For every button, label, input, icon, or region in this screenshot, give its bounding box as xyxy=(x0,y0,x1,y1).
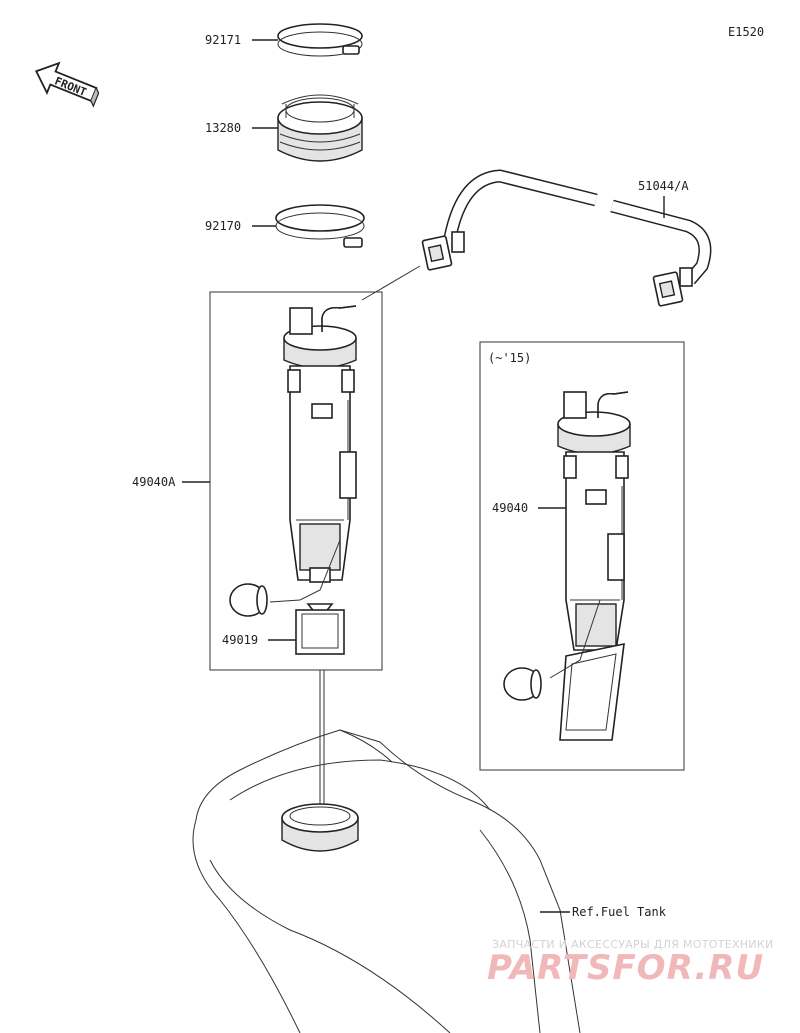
callout-49040: 49040 xyxy=(492,501,528,515)
frame-49040 xyxy=(479,341,685,771)
fuel-pump-assy-49040 xyxy=(503,391,631,741)
fuel-filter-49019 xyxy=(295,609,345,655)
callout-92171: 92171 xyxy=(205,33,241,47)
callout-13280: 13280 xyxy=(205,121,241,135)
callout-49040a: 49040A xyxy=(132,475,176,489)
fuel-tank xyxy=(192,729,581,1033)
leader-hose-pump xyxy=(361,265,421,301)
variant-note: (~'15) xyxy=(488,351,531,365)
front-arrow-icon: FRONT xyxy=(34,61,100,108)
callout-92170: 92170 xyxy=(205,219,241,233)
callout-51044a: 51044/A xyxy=(638,179,689,193)
ref-fuel-tank: Ref.Fuel Tank xyxy=(572,905,667,919)
watermark-logo: PARTSFOR.RU xyxy=(487,948,765,988)
lower-clamp-92170 xyxy=(275,204,365,248)
fuel-pump-assy-49040a xyxy=(229,305,357,632)
diagram-code: E1520 xyxy=(728,25,764,39)
seal-13280 xyxy=(277,94,363,162)
callout-49019: 49019 xyxy=(222,633,258,647)
fuel-hose-51044a xyxy=(421,169,712,307)
upper-clamp-92171 xyxy=(277,23,363,57)
frame-49040a xyxy=(209,291,383,671)
watermark-tagline: ЗАПЧАСТИ И АКСЕССУАРЫ ДЛЯ МОТОТЕХНИКИ xyxy=(492,938,774,951)
